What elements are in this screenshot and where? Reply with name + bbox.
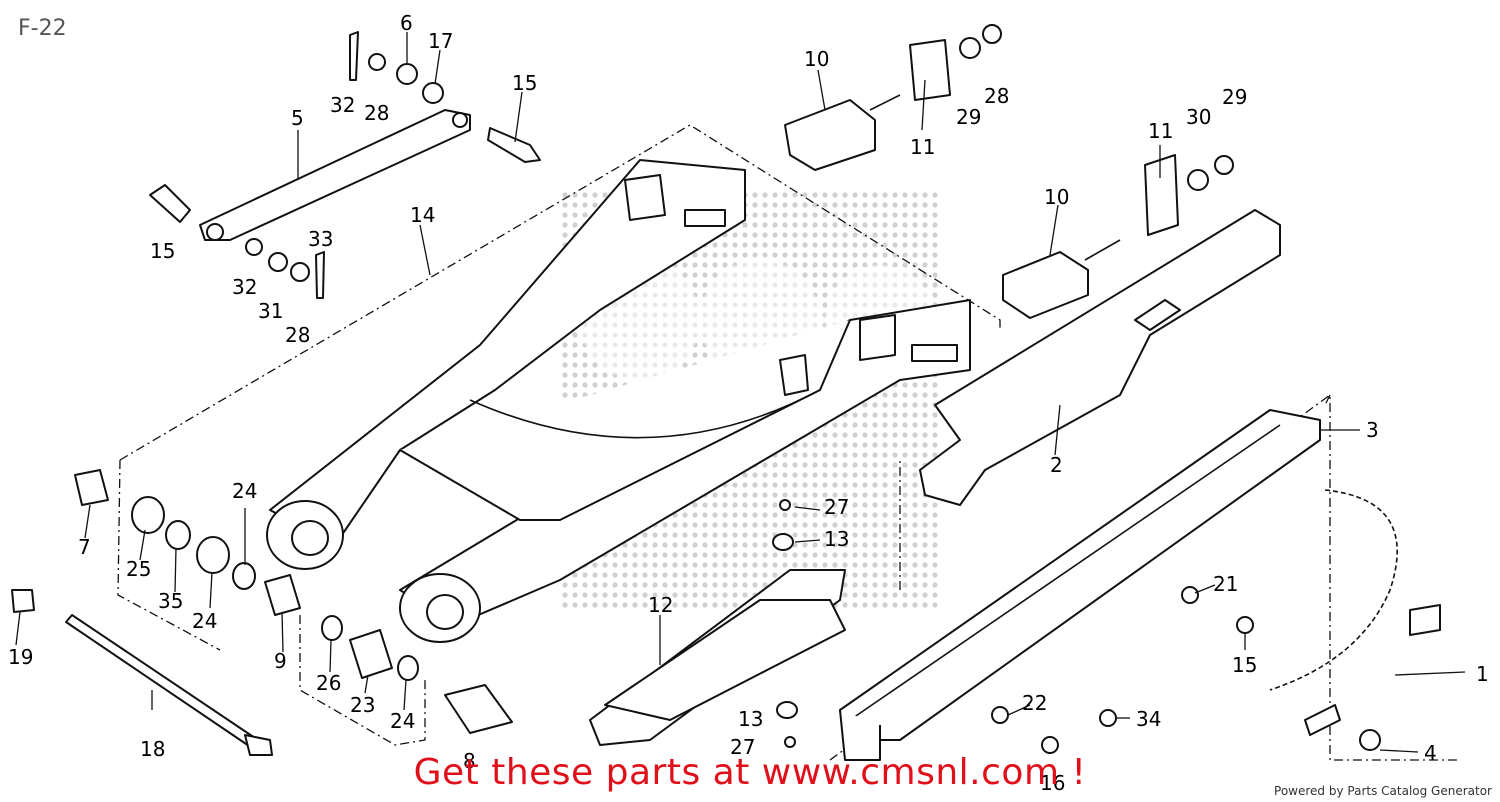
callout-18: 15 — [150, 239, 175, 263]
chain-slider-part — [589, 533, 846, 746]
chain-case-part — [919, 209, 1281, 506]
callout-12: 12 — [648, 593, 673, 617]
callout-13: 13 — [824, 527, 849, 551]
callout-28b: 28 — [285, 323, 310, 347]
callout-10: 10 — [804, 47, 829, 71]
callout-29b: 30 — [1186, 105, 1211, 129]
callout-14: 14 — [410, 203, 435, 227]
callout-32: 32 — [330, 93, 355, 117]
hardware-parts — [245, 24, 1234, 299]
callout-28: 28 — [364, 101, 389, 125]
callout-27b: 27 — [730, 735, 755, 759]
callout-3: 3 — [1366, 418, 1379, 442]
callout-29: 29 — [956, 105, 981, 129]
callout-16: 18 — [140, 737, 165, 761]
callout-33: 35 — [158, 589, 183, 613]
swingarm-part — [266, 159, 971, 643]
callout-2: 2 — [1050, 453, 1063, 477]
callout-28c: 28 — [984, 84, 1009, 108]
torque-link-part — [149, 109, 541, 241]
callout-15b: 16 — [1040, 771, 1065, 795]
callout-10b: 10 — [1044, 185, 1069, 209]
callout-24b: 24 — [390, 709, 415, 733]
callout-31: 32 — [232, 275, 257, 299]
callout-30: 31 — [258, 299, 283, 323]
callout-9: 9 — [274, 649, 287, 673]
callout-27: 27 — [824, 495, 849, 519]
callout-26: 26 — [316, 671, 341, 695]
callout-1: 1 — [1476, 662, 1489, 686]
sheet-code: F-22 — [18, 16, 67, 41]
callout-25: 25 — [126, 557, 151, 581]
callout-11b: 11 — [1148, 119, 1173, 143]
callout-32b: 33 — [308, 227, 333, 251]
callout-5: 5 — [291, 106, 304, 130]
promo-link[interactable]: Get these parts at www.cmsnl.com ! — [413, 752, 1087, 793]
callout-35: 24 — [192, 609, 217, 633]
callout-17: 15 — [512, 71, 537, 95]
callout-8: 8 — [463, 749, 476, 773]
callout-7: 7 — [78, 535, 91, 559]
chain-guard-part — [839, 409, 1321, 761]
callout-20: 21 — [1213, 572, 1238, 596]
callout-22: 17 — [428, 29, 453, 53]
callout-4: 4 — [1424, 741, 1437, 765]
leader-lines — [15, 32, 1466, 753]
callout-19: 19 — [8, 645, 33, 669]
fastener-parts — [779, 499, 1254, 754]
callout-6: 6 — [400, 11, 413, 35]
callout-24: 24 — [232, 479, 257, 503]
callout-28d: 29 — [1222, 85, 1247, 109]
callout-23: 23 — [350, 693, 375, 717]
callout-15: 15 — [1232, 653, 1257, 677]
pivot-parts — [11, 469, 513, 756]
callout-13b: 13 — [738, 707, 763, 731]
drive-chain-part — [1269, 489, 1441, 751]
footer-credit: Powered by Parts Catalog Generator — [1274, 784, 1492, 798]
chain-adjuster-parts — [784, 39, 1179, 319]
callout-21: 22 — [1022, 691, 1047, 715]
callout-labels: 6 17 32 28 15 5 15 14 33 32 31 28 10 11 … — [8, 11, 1489, 795]
callout-11: 11 — [910, 135, 935, 159]
callout-34: 34 — [1136, 707, 1161, 731]
